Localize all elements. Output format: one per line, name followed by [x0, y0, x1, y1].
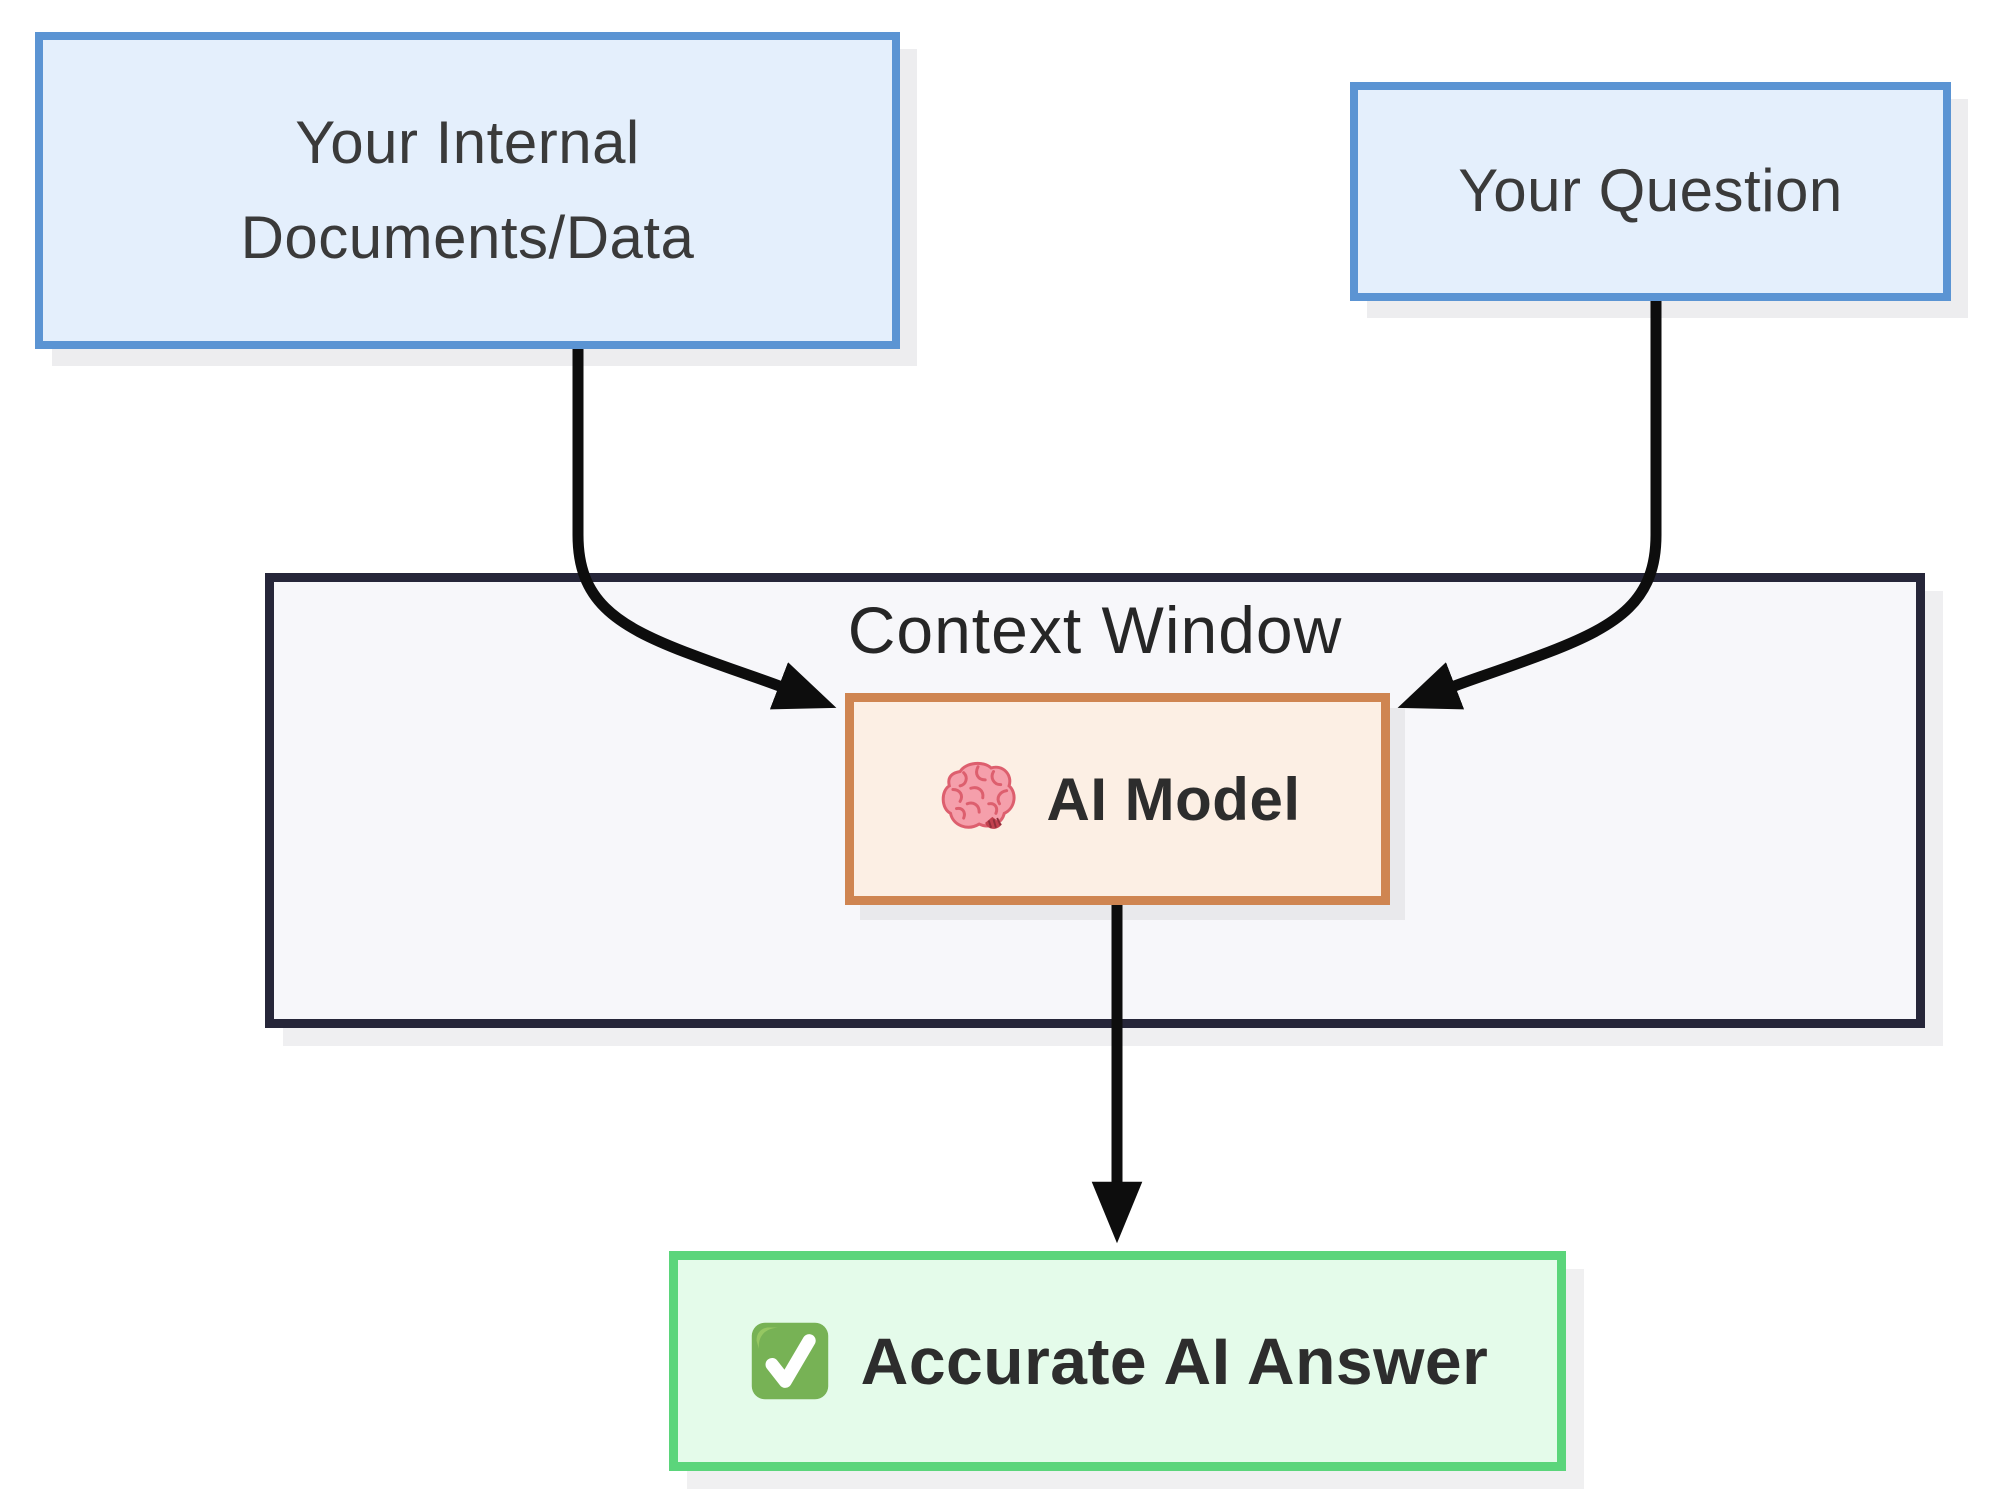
context-window-label: Context Window [847, 593, 1343, 667]
your-question-label: Your Question [1458, 157, 1843, 225]
brain-icon [941, 761, 1016, 829]
accurate-answer-box: Accurate AI Answer [669, 1251, 1566, 1471]
accurate-answer-label: Accurate AI Answer [860, 1324, 1489, 1398]
internal-documents-box: Your Internal Documents/Data [35, 32, 900, 349]
your-question-box: Your Question [1350, 82, 1951, 301]
check-mark-button-icon [751, 1322, 828, 1400]
ai-model-label: AI Model [1046, 765, 1301, 833]
internal-documents-label: Your Internal Documents/Data [240, 108, 695, 271]
ai-model-box: AI Model [845, 693, 1390, 905]
